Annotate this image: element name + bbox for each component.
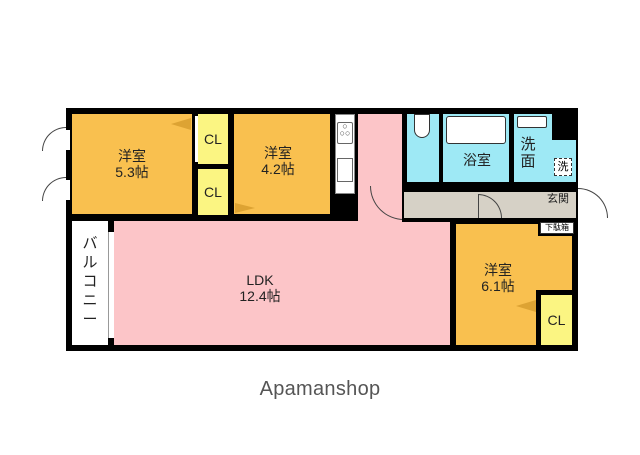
balcony-window [108,232,114,338]
ldk-area: 12.4帖 [239,288,281,304]
room2-label: 洋室 4.2帖 [242,145,314,177]
window-door-icon [42,127,66,151]
ldk-room [114,221,450,345]
entrance-door-icon[interactable] [578,188,608,218]
bathroom-label: 浴室 [463,152,491,168]
window [66,130,70,150]
closet-room3: CL [541,295,572,345]
closet-upper: CL [198,114,228,164]
room1-area: 5.3帖 [115,164,149,180]
kitchen-counter [335,114,355,194]
room2-area: 4.2帖 [261,161,295,177]
washroom-label: 洗面 [520,136,536,170]
stove-icon: ○○○ [337,122,353,144]
entrance [540,192,576,218]
room3-area: 6.1帖 [481,278,515,294]
sink-icon [337,158,353,182]
closet-lower: CL [198,169,228,215]
closet-door [195,116,198,162]
wash-basin-icon [517,116,547,128]
room1-label: 洋室 5.3帖 [92,148,172,180]
window [66,180,70,200]
room2-name: 洋室 [264,145,292,161]
room3-name: 洋室 [484,262,512,278]
balcony [72,221,108,345]
washer-space: 洗 [554,158,572,176]
door-swing-icon [516,300,536,312]
western-room-4-2 [228,108,336,220]
window-door-icon [42,177,66,201]
room3-label: 洋室 6.1帖 [468,262,528,294]
shoe-box-cover: 下駄箱 [540,222,574,234]
ldk-label: LDK 12.4帖 [230,272,290,304]
balcony-label: バ ル コ ニ ー [82,235,98,328]
toilet-icon [414,114,430,138]
bathtub-icon [446,116,506,144]
brand-logo: Apamanshop [259,378,381,400]
entrance-label: 玄関 [547,193,569,205]
ldk-name: LDK [246,272,274,288]
room1-name: 洋室 [118,148,146,164]
corridor [404,192,540,218]
door-swing-icon [171,118,191,130]
door-swing-icon [235,203,255,213]
